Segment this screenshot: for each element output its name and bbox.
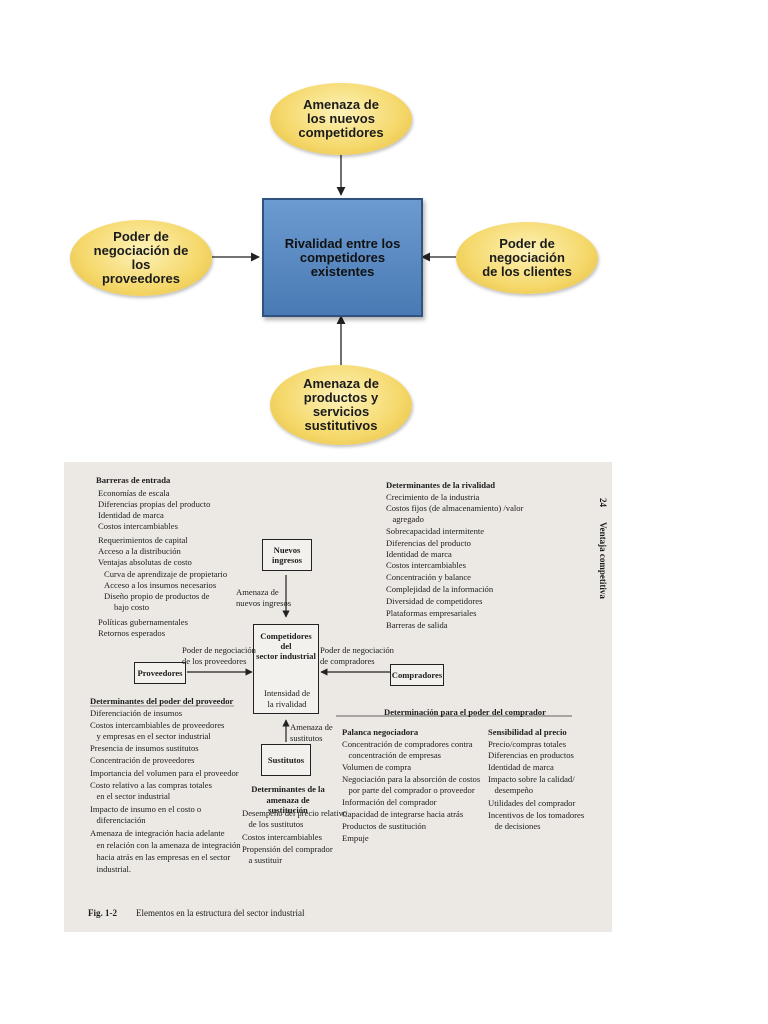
price-heading: Sensibilidad al precio	[488, 727, 567, 737]
threat-new-competitors-node: Amenaza de los nuevos competidores	[270, 83, 412, 155]
substitution-heading: Determinantes de la amenaza de sustituci…	[251, 784, 325, 816]
supplier-9: Impacto de insumo en el costo o	[90, 804, 202, 814]
barriers-heading: Barreras de entrada	[96, 475, 171, 485]
price-7: Incentivos de los tomadores	[488, 810, 585, 820]
supplier-4: Presencia de insumos sustitutos	[90, 743, 199, 753]
buyers-label: Compradores	[391, 670, 443, 680]
barrier-tail-2: Retornos esperados	[98, 628, 166, 638]
rivalry-4: Sobrecapacidad intermitente	[386, 526, 485, 536]
suppliers-box: Proveedores	[134, 662, 186, 684]
suppliers-label: Proveedores	[137, 668, 183, 678]
substitution-5: a sustituir	[242, 855, 283, 865]
threat-entrants-label: Amenaza de nuevos ingresos	[236, 587, 292, 608]
supplier-11: Amenaza de integración hacia adelante	[90, 828, 225, 838]
figure-caption: Elementos en la estructura del sector in…	[136, 908, 305, 918]
rivalry-7: Costos intercambiables	[386, 560, 466, 570]
new-entrants-label: Nuevos ingresos	[272, 545, 302, 565]
client-power-label: Poder de negociación de los clientes	[482, 236, 572, 279]
substitution-1: Desempeño del precio relativo	[242, 808, 348, 818]
barrier-3: Identidad de marca	[98, 510, 164, 520]
price-6: Utilidades del comprador	[488, 798, 576, 808]
leverage-7: Capacidad de integrarse hacia atrás	[342, 809, 464, 819]
substitution-4: Propensión del comprador	[242, 844, 333, 854]
barrier-5: Requerimientos de capital	[98, 535, 188, 545]
supplier-5: Concentración de proveedores	[90, 755, 195, 765]
leverage-2: concentración de empresas	[342, 750, 442, 760]
new-entrants-box: Nuevos ingresos	[262, 539, 312, 571]
substitutes-label: Sustitutos	[267, 755, 305, 765]
price-8: de decisiones	[488, 821, 541, 831]
substitution-2: de los sustitutos	[242, 819, 304, 829]
intensity-label: Intensidad de la rivalidad	[263, 688, 311, 709]
threat-substitutes-label: Amenaza de productos y servicios sustitu…	[303, 376, 379, 433]
rivalry-8: Concentración y balance	[386, 572, 471, 582]
client-power-node: Poder de negociación de los clientes	[456, 222, 598, 294]
leverage-4: Negociación para la absorción de costos	[342, 774, 481, 784]
figure-caption-label: Fig. 1-2	[88, 908, 117, 918]
barrier-6: Acceso a la distribución	[98, 546, 181, 556]
buyer-heading: Determinación para el poder del comprado…	[384, 707, 546, 717]
threat-new-competitors-label: Amenaza de los nuevos competidores	[298, 97, 384, 140]
barrier-1: Economías de escala	[98, 488, 170, 498]
rivalry-10: Diversidad de competidores	[386, 596, 483, 606]
price-4: Impacto sobre la calidad/	[488, 774, 575, 784]
scanned-figure: Barreras de entrada Economías de escala …	[64, 462, 612, 932]
threat-substitutes-arrow-label: Amenaza de sustitutos	[290, 722, 333, 743]
leverage-6: Información del comprador	[342, 797, 437, 807]
barrier-4: Costos intercambiables	[98, 521, 178, 531]
industry-competitors-box: Competidores del sector industrial	[253, 624, 319, 714]
supplier-power-node: Poder de negociación de los proveedores	[70, 220, 212, 296]
rivalry-2: Costos fijos (de almacenamiento) /valor	[386, 503, 524, 513]
leverage-3: Volumen de compra	[342, 762, 412, 772]
threat-substitutes-node: Amenaza de productos y servicios sustitu…	[270, 365, 412, 445]
price-3: Identidad de marca	[488, 762, 554, 772]
rivalry-12: Barreras de salida	[386, 620, 448, 630]
rivalry-1: Crecimiento de la industria	[386, 492, 480, 502]
price-2: Diferencias en productos	[488, 750, 574, 760]
supplier-power-arrow-label: Poder de negociación de los proveedores	[182, 645, 256, 666]
barrier-sub-2: Acceso a los insumos necesarios	[104, 580, 217, 590]
leverage-9: Empuje	[342, 833, 369, 843]
rivalry-5: Diferencias del producto	[386, 538, 471, 548]
leverage-5: por parte del comprador o proveedor	[342, 785, 475, 795]
buyer-power-arrow-label: Poder de negociación de compradores	[320, 645, 394, 666]
running-head: Ventaja competitiva	[598, 522, 608, 599]
supplier-3: y empresas en el sector industrial	[90, 731, 211, 741]
price-5: desempeño	[488, 785, 534, 795]
supplier-13: hacia atrás en las empresas en el sector	[90, 852, 231, 862]
leverage-1: Concentración de compradores contra	[342, 739, 473, 749]
buyers-box: Compradores	[390, 664, 444, 686]
supplier-12: en relación con la amenaza de integració…	[90, 840, 241, 850]
supplier-6: Importancia del volumen para el proveedo…	[90, 768, 239, 778]
rivalry-node: Rivalidad entre los competidores existen…	[262, 198, 423, 317]
supplier-14: industrial.	[90, 864, 132, 874]
supplier-7: Costo relativo a las compras totales	[90, 780, 212, 790]
supplier-10: diferenciación	[90, 815, 146, 825]
page-number: 24	[598, 498, 608, 507]
barrier-sub-3: Diseño propio de productos de	[104, 591, 210, 601]
supplier-power-label: Poder de negociación de los proveedores	[93, 229, 189, 286]
supplier-heading: Determinantes del poder del proveedor	[90, 696, 234, 706]
leverage-heading: Palanca negociadora	[342, 727, 419, 737]
supplier-2: Costos intercambiables de proveedores	[90, 720, 225, 730]
barrier-tail-1: Políticas gubernamentales	[98, 617, 188, 627]
rivalry-11: Plataformas empresariales	[386, 608, 477, 618]
top-diagram-arrows	[212, 155, 456, 365]
supplier-1: Diferenciación de insumos	[90, 708, 183, 718]
supplier-8: en el sector industrial	[90, 791, 171, 801]
price-1: Precio/compras totales	[488, 739, 567, 749]
substitution-3: Costos intercambiables	[242, 832, 322, 842]
rivalry-3: agregado	[386, 514, 424, 524]
rivalry-6: Identidad de marca	[386, 549, 452, 559]
rivalry-label: Rivalidad entre los competidores existen…	[284, 235, 401, 279]
substitutes-box: Sustitutos	[261, 744, 311, 776]
barrier-sub-1: Curva de aprendizaje de propietario	[104, 569, 228, 579]
rivalry-9: Complejidad de la información	[386, 584, 494, 594]
leverage-8: Productos de sustitución	[342, 821, 427, 831]
barrier-2: Diferencias propias del producto	[98, 499, 211, 509]
rivalry-heading: Determinantes de la rivalidad	[386, 480, 496, 490]
industry-competitors-label: Competidores del sector industrial	[256, 631, 316, 661]
barrier-7: Ventajas absolutas de costo	[98, 557, 192, 567]
barrier-sub-4: bajo costo	[114, 602, 150, 612]
